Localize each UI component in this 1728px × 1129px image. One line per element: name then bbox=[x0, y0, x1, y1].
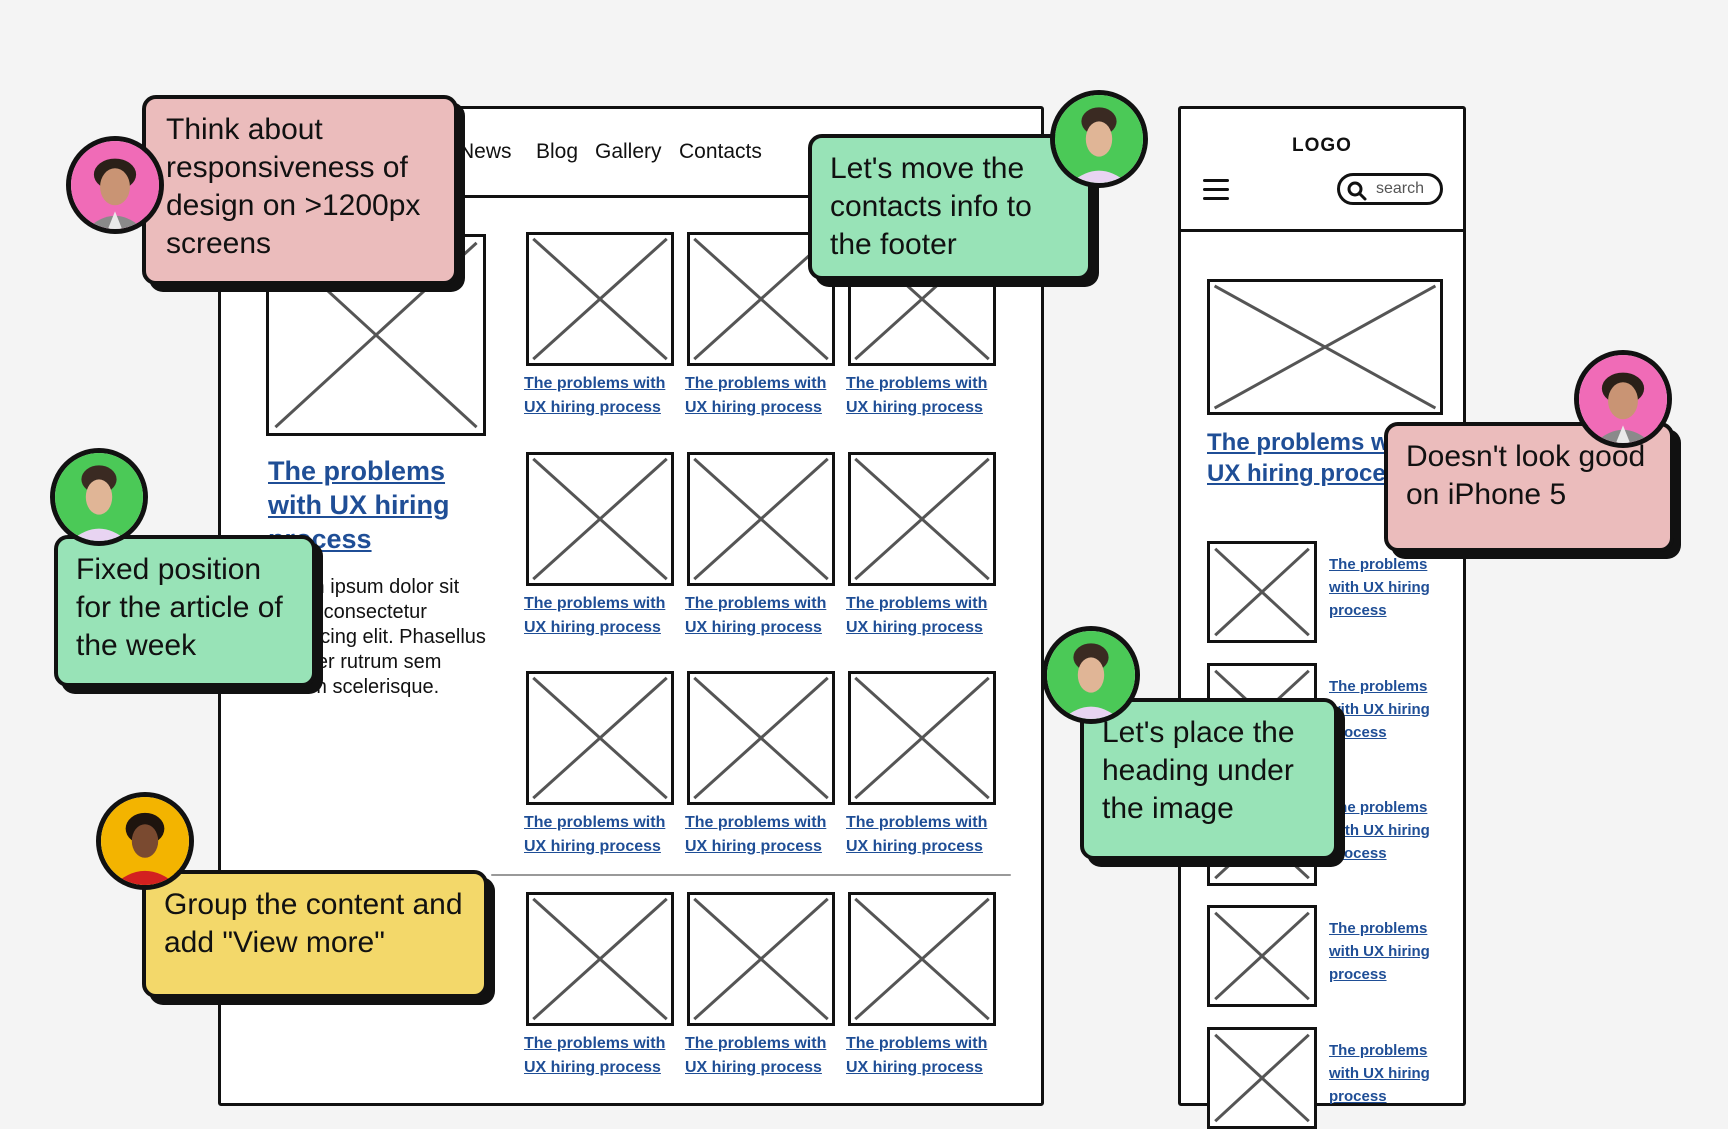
nav-item-blog[interactable]: Blog bbox=[536, 140, 579, 163]
hamburger-menu-icon[interactable] bbox=[1203, 179, 1229, 201]
nav-item-gallery[interactable]: Gallery bbox=[595, 140, 662, 163]
mobile-article-link[interactable]: The problems with UX hiring process bbox=[1329, 920, 1430, 983]
article-card-link[interactable]: The problems with UX hiring process bbox=[524, 375, 666, 416]
article-image-placeholder[interactable] bbox=[526, 232, 674, 366]
man-avatar[interactable] bbox=[1574, 350, 1672, 448]
comment-bubble[interactable]: Group the content and add "View more" bbox=[142, 870, 488, 998]
mobile-article-link[interactable]: The problems with UX hiring process bbox=[1329, 556, 1430, 619]
comment-text: Fixed position for the article of the we… bbox=[76, 553, 283, 662]
comment-bubble[interactable]: Let's move the contacts info to the foot… bbox=[808, 134, 1092, 280]
search-icon bbox=[1347, 181, 1367, 201]
article-card-link[interactable]: The problems with UX hiring process bbox=[685, 814, 827, 855]
comment-text: Doesn't look good on iPhone 5 bbox=[1406, 440, 1646, 511]
article-card-link[interactable]: The problems with UX hiring process bbox=[524, 1035, 666, 1076]
comment-bubble[interactable]: Think about responsiveness of design on … bbox=[142, 95, 458, 285]
mobile-article-image-placeholder[interactable] bbox=[1207, 905, 1317, 1007]
article-card-link[interactable]: The problems with UX hiring process bbox=[846, 375, 988, 416]
article-card-link[interactable]: The problems with UX hiring process bbox=[685, 375, 827, 416]
woman-yellow-avatar[interactable] bbox=[96, 792, 194, 890]
mobile-featured-image-placeholder[interactable] bbox=[1207, 279, 1443, 415]
article-card-link[interactable]: The problems with UX hiring process bbox=[685, 595, 827, 636]
article-card-link[interactable]: The problems with UX hiring process bbox=[846, 1035, 988, 1076]
article-card-link[interactable]: The problems with UX hiring process bbox=[524, 814, 666, 855]
article-image-placeholder[interactable] bbox=[526, 671, 674, 805]
article-card-link[interactable]: The problems with UX hiring process bbox=[846, 595, 988, 636]
article-card-link[interactable]: The problems with UX hiring process bbox=[685, 1035, 827, 1076]
nav-item-news[interactable]: News bbox=[459, 140, 512, 163]
article-image-placeholder[interactable] bbox=[848, 452, 996, 586]
article-image-placeholder[interactable] bbox=[526, 892, 674, 1026]
article-card-link[interactable]: The problems with UX hiring process bbox=[846, 814, 988, 855]
comment-text: Let's place the heading under the image bbox=[1102, 716, 1295, 825]
article-image-placeholder[interactable] bbox=[848, 671, 996, 805]
mobile-search-input[interactable]: search bbox=[1337, 173, 1443, 205]
article-image-placeholder[interactable] bbox=[687, 671, 835, 805]
woman-avatar[interactable] bbox=[1050, 90, 1148, 188]
mobile-article-image-placeholder[interactable] bbox=[1207, 541, 1317, 643]
comment-text: Group the content and add "View more" bbox=[164, 888, 463, 959]
desktop-header: News Blog Gallery Contacts bbox=[221, 109, 1041, 198]
article-card-link[interactable]: The problems with UX hiring process bbox=[524, 595, 666, 636]
mobile-article-image-placeholder[interactable] bbox=[1207, 1027, 1317, 1129]
man-avatar[interactable] bbox=[66, 136, 164, 234]
nav-item-contacts[interactable]: Contacts bbox=[679, 140, 762, 163]
content-divider bbox=[491, 874, 1011, 876]
mobile-article-link[interactable]: The problems with UX hiring process bbox=[1329, 799, 1430, 862]
woman-avatar[interactable] bbox=[1042, 626, 1140, 724]
comment-text: Let's move the contacts info to the foot… bbox=[830, 152, 1032, 261]
mobile-article-link[interactable]: The problems with UX hiring process bbox=[1329, 1042, 1430, 1105]
article-image-placeholder[interactable] bbox=[687, 452, 835, 586]
article-image-placeholder[interactable] bbox=[526, 452, 674, 586]
search-placeholder: search bbox=[1376, 180, 1425, 197]
comment-text: Think about responsiveness of design on … bbox=[166, 113, 421, 260]
comment-bubble[interactable]: Let's place the heading under the image bbox=[1080, 698, 1338, 860]
mobile-header: LOGO search bbox=[1181, 109, 1463, 232]
article-image-placeholder[interactable] bbox=[687, 892, 835, 1026]
comment-bubble[interactable]: Fixed position for the article of the we… bbox=[54, 535, 316, 687]
mobile-logo[interactable]: LOGO bbox=[1292, 135, 1352, 156]
mobile-wireframe: LOGO search The problems with UX hiring … bbox=[1178, 106, 1466, 1129]
article-image-placeholder[interactable] bbox=[848, 892, 996, 1026]
mobile-article-link[interactable]: The problems with UX hiring process bbox=[1329, 678, 1430, 741]
woman-avatar[interactable] bbox=[50, 448, 148, 546]
